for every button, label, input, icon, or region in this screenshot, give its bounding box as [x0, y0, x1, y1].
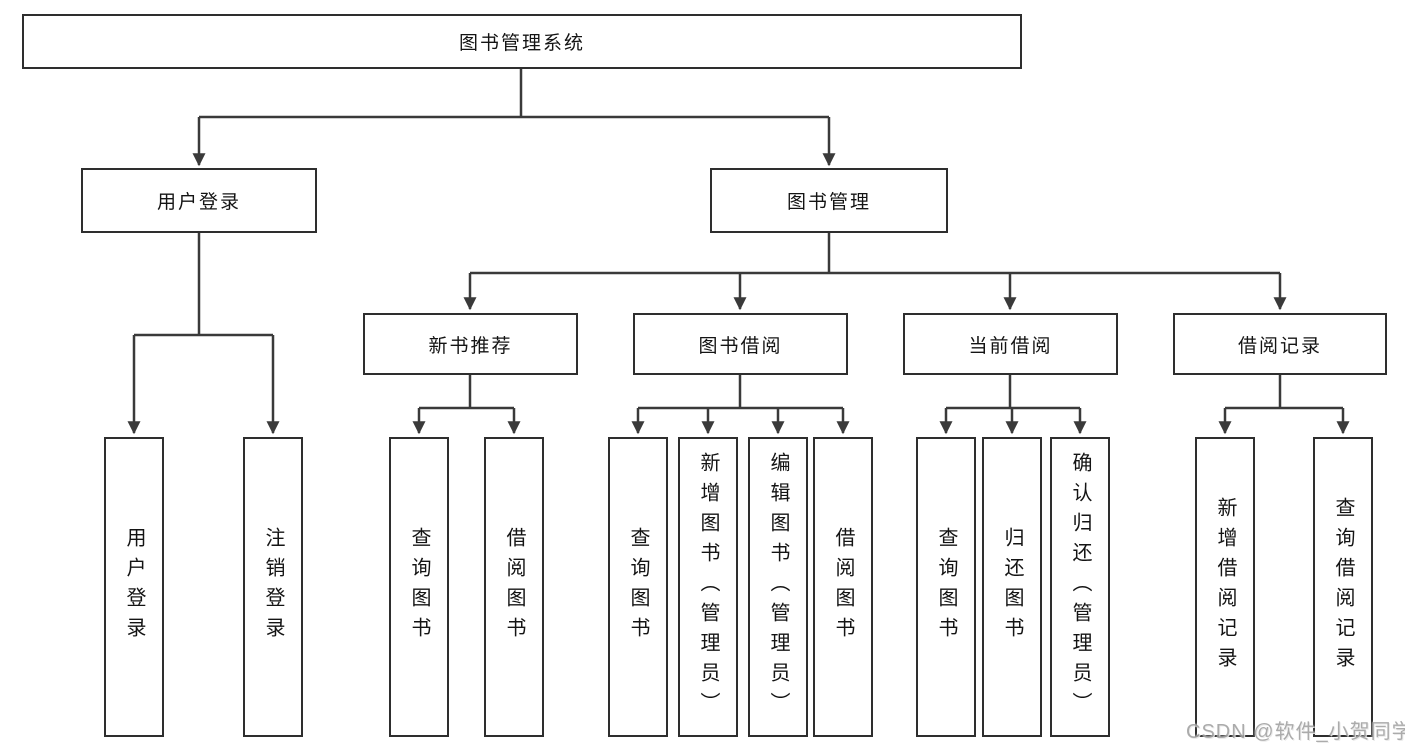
node-label: 归还图书: [1001, 527, 1023, 647]
node-label: 借阅图书: [503, 527, 525, 647]
node-borrowing-records: 借阅记录: [1173, 313, 1387, 375]
node-return-books: 归还图书: [982, 437, 1042, 737]
node-label: 确认归还（管理员）: [1069, 452, 1091, 722]
node-book-management: 图书管理: [710, 168, 948, 233]
node-edit-book-admin: 编辑图书（管理员）: [748, 437, 808, 737]
node-query-books-3: 查询图书: [916, 437, 976, 737]
node-label: 新增图书（管理员）: [697, 452, 719, 722]
node-label: 查询借阅记录: [1332, 497, 1354, 677]
node-user-login-group: 用户登录: [81, 168, 317, 233]
node-borrow-books-1: 借阅图书: [484, 437, 544, 737]
node-borrow-books-2: 借阅图书: [813, 437, 873, 737]
node-label: 新增借阅记录: [1214, 497, 1236, 677]
node-label: 查询图书: [408, 527, 430, 647]
node-add-borrow-record: 新增借阅记录: [1195, 437, 1255, 737]
node-label: 新书推荐: [428, 335, 513, 357]
node-add-book-admin: 新增图书（管理员）: [678, 437, 738, 737]
node-label: 图书管理系统: [458, 33, 585, 54]
node-logout: 注销登录: [243, 437, 303, 737]
node-query-books-2: 查询图书: [608, 437, 668, 737]
node-library-management-system: 图书管理系统: [22, 14, 1022, 69]
node-label: 查询图书: [627, 527, 649, 647]
node-user-login: 用户登录: [104, 437, 164, 737]
node-label: 图书借阅: [698, 335, 783, 357]
node-query-books-1: 查询图书: [389, 437, 449, 737]
watermark: CSDN @软件_小贺同学: [1186, 721, 1405, 743]
node-label: 注销登录: [262, 527, 284, 647]
node-label: 用户登录: [156, 192, 241, 213]
node-label: 编辑图书（管理员）: [767, 452, 789, 722]
node-label: 用户登录: [123, 527, 145, 647]
node-book-borrowing: 图书借阅: [633, 313, 848, 375]
node-label: 借阅记录: [1237, 335, 1322, 357]
node-new-book-recommendation: 新书推荐: [363, 313, 578, 375]
node-query-borrow-record: 查询借阅记录: [1313, 437, 1373, 737]
node-label: 图书管理: [786, 192, 871, 213]
node-label: 查询图书: [935, 527, 957, 647]
node-label: 当前借阅: [968, 335, 1053, 357]
node-current-borrowing: 当前借阅: [903, 313, 1118, 375]
node-label: 借阅图书: [832, 527, 854, 647]
node-confirm-return-admin: 确认归还（管理员）: [1050, 437, 1110, 737]
